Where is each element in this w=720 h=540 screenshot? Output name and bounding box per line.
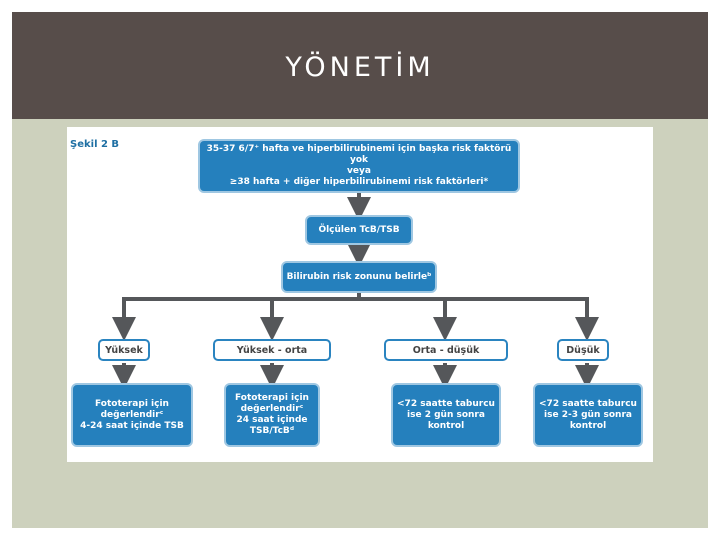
action-low-line-2: ise 2-3 gün sonra — [544, 409, 632, 420]
action-high-line-1: Fototerapi için — [95, 398, 169, 409]
action-mid-low-line-1: <72 saatte taburcu — [397, 398, 495, 409]
figure-label: Şekil 2 B — [70, 139, 120, 150]
action-mid-low-line-3: kontrol — [427, 420, 465, 431]
criteria-box: 35-37 6/7⁺ hafta ve hiperbilirubinemi iç… — [198, 139, 520, 193]
action-low-line-1: <72 saatte taburcu — [539, 398, 637, 409]
risk-high-label: Yüksek — [105, 344, 143, 356]
action-mid-low-box: <72 saatte taburcu ise 2 gün sonra kontr… — [391, 383, 501, 447]
risk-mid-low-label: Orta - düşük — [412, 344, 480, 356]
action-low-line-3: kontrol — [569, 420, 607, 431]
risk-zone-box: Bilirubin risk zonunu belirleᵇ — [281, 261, 437, 293]
risk-zone-label: Bilirubin risk zonunu belirleᵇ — [286, 271, 432, 282]
title-bar — [12, 12, 708, 119]
criteria-line-1: 35-37 6/7⁺ hafta ve hiperbilirubinemi iç… — [206, 144, 512, 165]
risk-high-mid-label: Yüksek - orta — [236, 344, 308, 356]
action-low-box: <72 saatte taburcu ise 2-3 gün sonra kon… — [533, 383, 643, 447]
action-high-mid-line-2: değerlendirᶜ — [240, 404, 304, 414]
action-high-line-2: değerlendirᶜ — [100, 409, 164, 420]
measure-box: Ölçülen TcB/TSB — [305, 215, 413, 245]
risk-high-box: Yüksek — [98, 339, 150, 361]
slide-title: YÖNETİM — [285, 52, 435, 83]
flowchart-figure: Şekil 2 B 35-37 6/7⁺ hafta ve hiperbilir… — [67, 127, 653, 462]
action-high-mid-line-4: TSB/TcBᵈ — [249, 426, 295, 436]
action-high-line-3: 4-24 saat içinde TSB — [80, 420, 184, 431]
action-high-mid-box: Fototerapi için değerlendirᶜ 24 saat içi… — [224, 383, 320, 447]
risk-low-label: Düşük — [566, 344, 600, 356]
criteria-line-2: veya — [347, 166, 371, 176]
risk-mid-low-box: Orta - düşük — [384, 339, 508, 361]
measure-box-label: Ölçülen TcB/TSB — [318, 224, 400, 235]
criteria-line-3: ≥38 hafta + diğer hiperbilirubinemi risk… — [229, 177, 489, 187]
risk-high-mid-box: Yüksek - orta — [213, 339, 331, 361]
action-high-box: Fototerapi için değerlendirᶜ 4-24 saat i… — [71, 383, 193, 447]
action-mid-low-line-2: ise 2 gün sonra — [407, 409, 485, 420]
action-high-mid-line-1: Fototerapi için — [235, 393, 309, 403]
risk-low-box: Düşük — [557, 339, 609, 361]
flow-connectors — [112, 193, 599, 389]
action-high-mid-line-3: 24 saat içinde — [236, 415, 308, 425]
